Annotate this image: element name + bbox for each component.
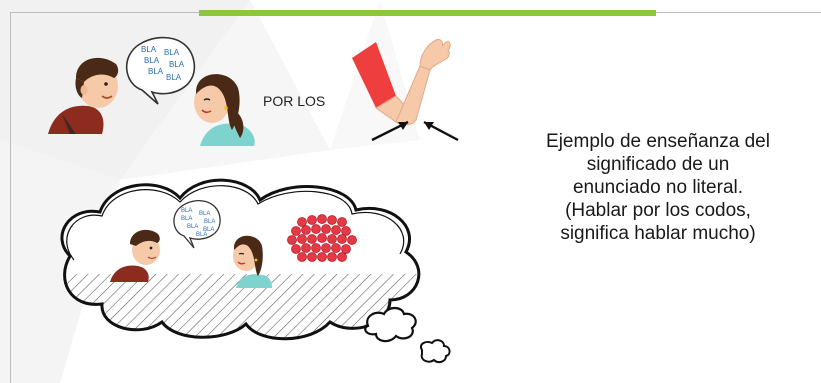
caption-line: (Hablar por los codos, <box>565 200 751 221</box>
caption-line: enunciado no literal. <box>572 177 744 198</box>
bubble-word: BLA <box>166 73 182 82</box>
speech-bubble-small: BLA BLA BLA BLA BLA BLA BLA <box>173 200 221 249</box>
bubble-word: BLA <box>199 211 210 217</box>
thought-cloud-scene: BLA BLA BLA BLA BLA BLA BLA <box>60 178 451 364</box>
caption-text: Ejemplo de enseñanza del significado de … <box>498 130 818 245</box>
tiny-cloud <box>420 339 451 364</box>
red-dots-cluster <box>287 214 357 262</box>
boy-figure-small <box>110 229 160 282</box>
accent-bar <box>199 10 656 16</box>
bubble-word: BLA <box>169 60 185 69</box>
girl-figure-small <box>233 235 272 288</box>
speech-bubble: BLA BLA BLA BLA BLA BLA <box>125 36 196 105</box>
arm-figure <box>352 39 451 126</box>
bubble-word: BLA <box>181 208 192 214</box>
elbow-arrows <box>371 120 459 142</box>
conversation-scene-top: BLA BLA BLA BLA BLA BLA <box>48 36 255 146</box>
bubble-word: BLA <box>204 219 215 225</box>
por-los-label: POR LOS <box>263 93 326 109</box>
bubble-word: BLA <box>187 224 198 230</box>
bubble-word: BLA <box>164 48 180 57</box>
bubble-word: BLA <box>141 45 157 54</box>
small-cloud <box>364 306 417 343</box>
caption-line: Ejemplo de enseñanza del <box>546 131 770 152</box>
bubble-word: BLA <box>181 216 192 222</box>
bubble-word: BLA <box>203 227 214 233</box>
caption-line: significado de un <box>586 154 730 175</box>
elbow-illustration <box>352 39 459 142</box>
bubble-word: BLA <box>196 232 207 238</box>
bubble-word: BLA <box>148 67 164 76</box>
girl-figure <box>194 74 255 146</box>
bubble-word: BLA <box>144 56 160 65</box>
caption-line: significa hablar mucho) <box>560 223 756 244</box>
boy-figure <box>48 57 119 134</box>
